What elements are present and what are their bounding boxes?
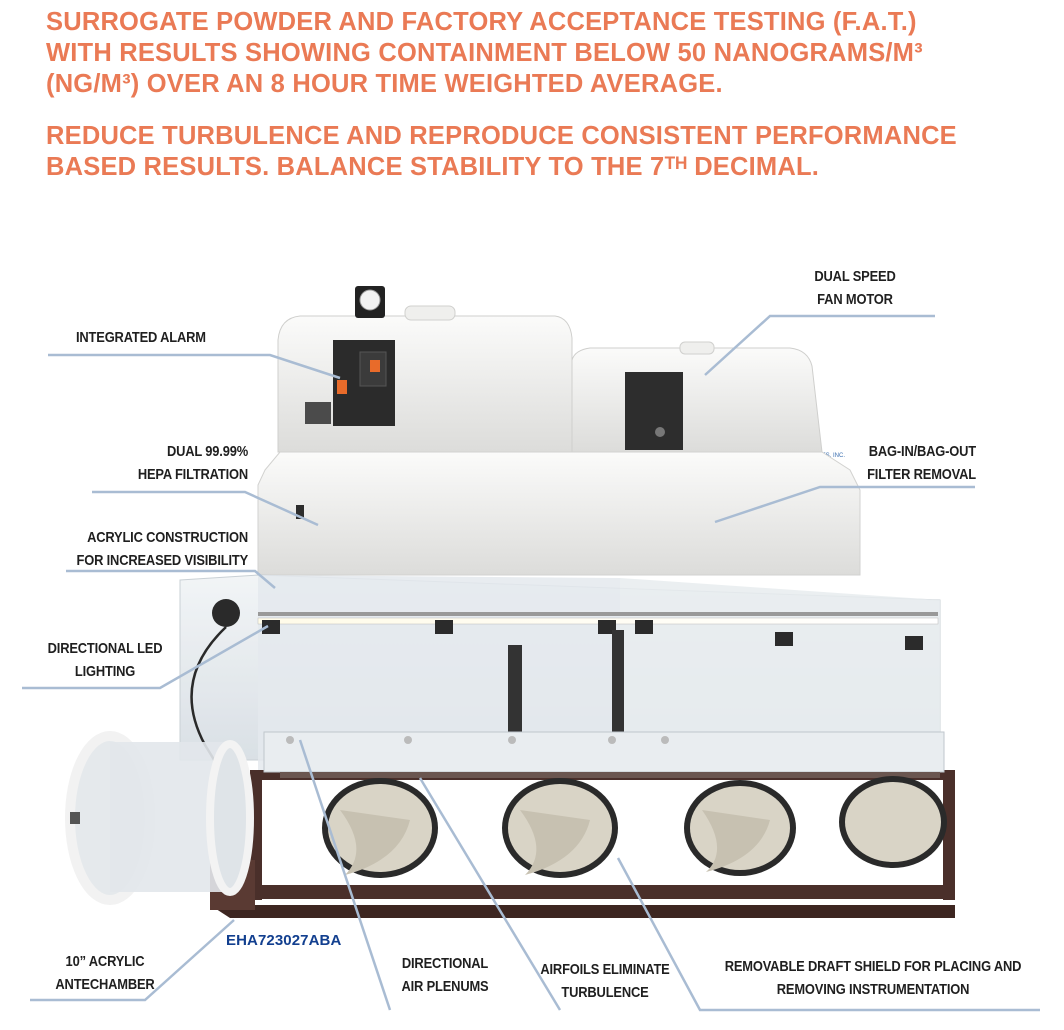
glove-port-3 [684,780,796,876]
headline-containment: SURROGATE POWDER AND FACTORY ACCEPTANCE … [46,8,923,98]
callout-draft-shield: REMOVABLE DRAFT SHIELD FOR PLACING AND R… [724,958,1022,998]
callout-acrylic-construction: ACRYLIC CONSTRUCTION FOR INCREASED VISIB… [76,529,249,569]
leader-led [22,624,269,690]
leader-bag-in-out [714,485,975,524]
fan-motor-housing: FLOW SCIENCES, INC. [571,341,845,459]
leader-lines [22,314,1040,1012]
draft-shield [263,731,945,778]
callout-dual-speed-fan-motor: DUAL SPEED FAN MOTOR [814,268,896,308]
callout-air-plenums: DIRECTIONAL AIR PLENUMS [401,955,489,995]
callout-antechamber: 10” ACRYLIC ANTECHAMBER [55,953,155,993]
headline-turbulence: REDUCE TURBULENCE AND REPRODUCE CONSISTE… [46,122,957,181]
antechamber [65,731,254,905]
cabinet-body [257,451,861,576]
leader-integrated-alarm [48,353,341,380]
leader-hepa [92,490,319,527]
model-number: EHA723027ABA [226,932,342,949]
leader-acrylic [66,569,276,589]
callout-airfoils: AIRFOILS ELIMINATE TURBULENCE [540,961,670,1001]
glove-port-1 [322,778,438,878]
callout-integrated-alarm: INTEGRATED ALARM [76,329,206,346]
leader-fan-motor [704,314,935,376]
leader-antechamber [30,919,235,1002]
callout-bag-in-bag-out: BAG-IN/BAG-OUT FILTER REMOVAL [867,443,976,483]
glove-port-4 [839,776,947,868]
leader-airfoils [418,777,562,1011]
leader-air-plenums [298,739,392,1011]
callout-hepa-filtration: DUAL 99.99% HEPA FILTRATION [137,443,248,483]
callout-directional-led: DIRECTIONAL LED LIGHTING [47,640,163,680]
glove-ports [322,776,947,878]
glove-port-2 [502,778,618,878]
leader-draft-shield [616,857,1040,1012]
acrylic-chamber [179,574,941,811]
filter-housing-left [277,286,573,453]
